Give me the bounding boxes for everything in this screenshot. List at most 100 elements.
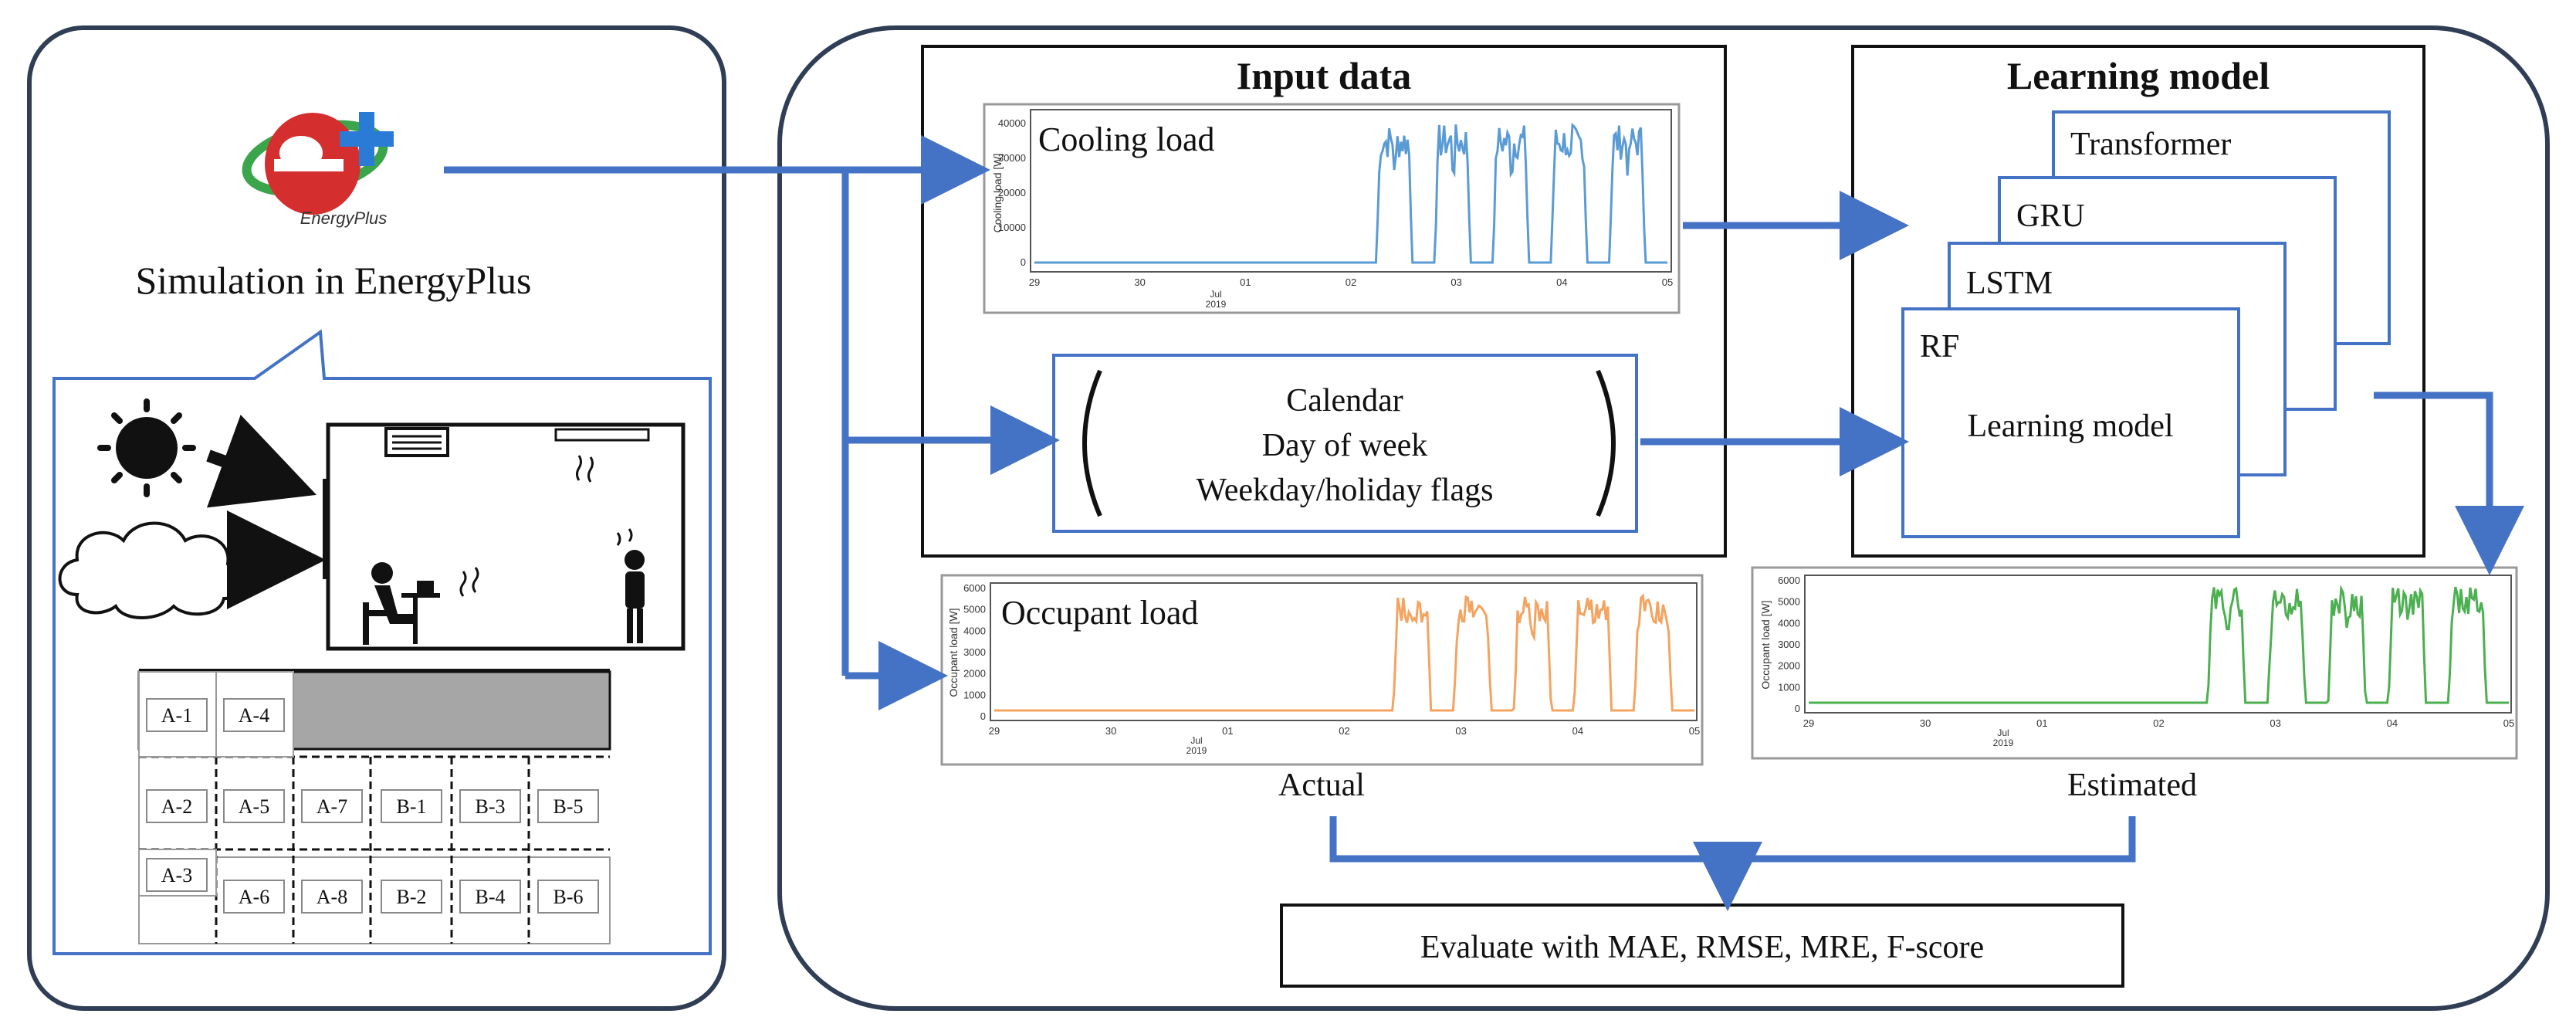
cooling-load-series [1034,122,1667,264]
x-sub-label: 2019 [1993,737,2014,748]
model-name-gru: GRU [2016,198,2085,234]
energyplus-logo-icon: EnergyPlus [242,112,394,228]
arrow-model-to-estimated [2374,392,2524,575]
x-sub-label: Jul [1210,289,1221,300]
y-tick-label: 6000 [963,582,986,594]
room-label-box [381,880,442,914]
room-label: A-4 [239,704,269,727]
heat-wave-icon [616,528,633,546]
room-label-box [537,789,599,823]
simulation-label: Simulation in EnergyPlus [136,259,532,302]
room-label: A-7 [316,795,347,818]
x-tick-label: 04 [2387,717,2398,729]
learning-model-title: Learning model [2007,54,2270,97]
learning-model-box [1851,45,2425,558]
room-label-box [459,880,521,914]
x-tick-label: 29 [1803,717,1814,729]
y-tick-label: 2000 [963,668,986,680]
x-sub-label: Jul [1190,735,1202,746]
y-tick-label: 6000 [1778,575,1800,586]
weekday-holiday-label: Weekday/holiday flags [1197,473,1494,508]
x-tick-label: 02 [1339,725,1349,737]
x-tick-label: 05 [1689,725,1700,737]
room-label: B-5 [553,795,584,818]
x-sub-label: 2019 [1186,745,1207,756]
model-name-transformer: Transformer [2070,127,2231,162]
x-tick-label: 30 [1105,725,1116,737]
room-label-box [223,880,285,914]
room-label: A-8 [316,886,347,908]
evaluation-label: Evaluate with MAE, RMSE, MRE, F-score [1420,930,1984,965]
day-of-week-label: Day of week [1262,428,1428,463]
y-tick-label: 5000 [963,604,986,615]
x-tick-label: 03 [1450,276,1461,288]
occupant-estimated-chart: Occupant load [W] 0100020003000400050006… [1751,566,2518,760]
x-sub-label: 2019 [1206,299,1227,310]
flow-arrows [444,135,2524,911]
room-label-box [301,880,363,914]
room-label-box [146,698,208,732]
arrow-merge [1329,816,2136,863]
scene-callout [52,329,712,955]
x-tick-label: 30 [1134,276,1145,288]
actual-caption: Actual [1278,768,1365,803]
ceiling-ac-icon [384,427,449,457]
sun-arrow-icon [206,415,317,508]
x-tick-label: 02 [1346,276,1356,288]
x-sub-label: Jul [1997,727,2009,738]
y-axis-label: Occupant load [W] [1759,600,1772,689]
occupant-load-label: Occupant load [1001,594,1198,632]
room-label-box [459,789,521,823]
seated-person-laptop-icon [363,562,440,645]
x-tick-label: 05 [2503,717,2514,729]
model-card-rf [1901,307,2240,538]
front-model-label: Learning model [1967,409,2173,444]
y-tick-label: 20000 [998,187,1026,198]
x-tick-label: 03 [1455,725,1466,737]
room-label: B-3 [476,795,506,818]
calendar-label: Calendar [1286,383,1403,419]
room-label-box [537,880,599,914]
y-tick-label: 2000 [1778,660,1800,672]
cooling-load-label: Cooling load [1038,120,1215,158]
room-label: A-1 [161,704,192,727]
heat-wave-icon [576,455,594,483]
room-label-box [381,789,442,823]
y-tick-label: 40000 [998,117,1026,129]
room-label: A-5 [239,795,269,818]
room-label: B-6 [553,886,584,908]
ceiling-light-icon [554,428,650,442]
x-tick-label: 02 [2153,717,2164,729]
y-tick-label: 3000 [963,646,986,658]
left-panel [27,25,726,1011]
actual-occupant-series [994,593,1694,712]
y-tick-label: 10000 [998,222,1026,233]
room-label: A-3 [161,864,192,887]
x-tick-label: 29 [989,725,1000,737]
cloud-icon [58,521,246,619]
right-paren [1596,369,1616,517]
x-tick-label: 01 [1222,725,1233,737]
room-label: A-6 [239,886,269,908]
input-data-title: Input data [1237,54,1412,97]
cooling-load-chart: Cooling load [W] 0 10000 20000 30000 40000 2… [983,103,1681,314]
y-axis-label: Cooling load [W] [991,154,1004,233]
x-tick-label: 01 [2036,717,2047,729]
room-label: A-2 [161,795,192,818]
sun-icon [97,398,196,497]
y-tick-label: 30000 [998,152,1026,164]
x-tick-label: 01 [1240,276,1251,288]
y-tick-label: 0 [980,710,986,722]
model-name-rf: RF [1920,329,1959,364]
x-tick-label: 05 [1662,276,1673,288]
room-label-box [146,858,208,892]
occupant-actual-chart: Occupant load [W] 0100020003000400050006… [940,574,1704,766]
x-tick-label: 03 [2270,717,2280,729]
y-tick-label: 4000 [963,625,986,636]
y-tick-label: 0 [1021,256,1026,268]
standing-person-icon [625,550,645,643]
estimated-occupant-series [1809,584,2509,704]
y-tick-label: 4000 [1778,617,1800,629]
x-tick-label: 04 [1572,725,1583,737]
